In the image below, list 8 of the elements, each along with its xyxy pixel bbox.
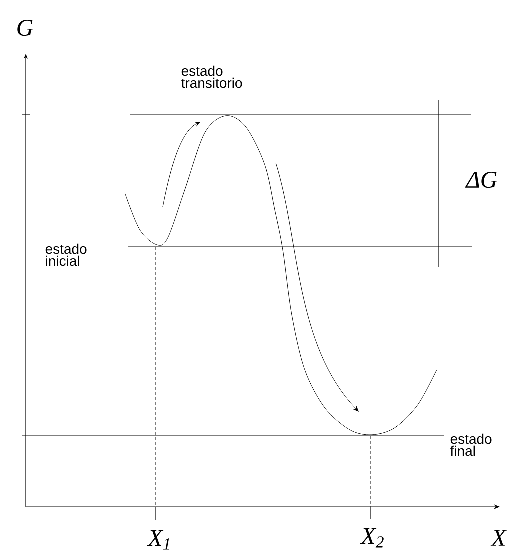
state-label: estado transitorio	[182, 66, 242, 88]
axis-label: X$_{1}$	[147, 530, 170, 550]
axis-label: G	[18, 20, 34, 36]
axis-label: X$_{2}$	[360, 528, 384, 548]
axis-label: X	[490, 530, 508, 546]
state-label: estado final	[450, 434, 492, 456]
state-label: estado inicial	[46, 244, 87, 266]
axis-label: ΔG	[465, 172, 498, 188]
